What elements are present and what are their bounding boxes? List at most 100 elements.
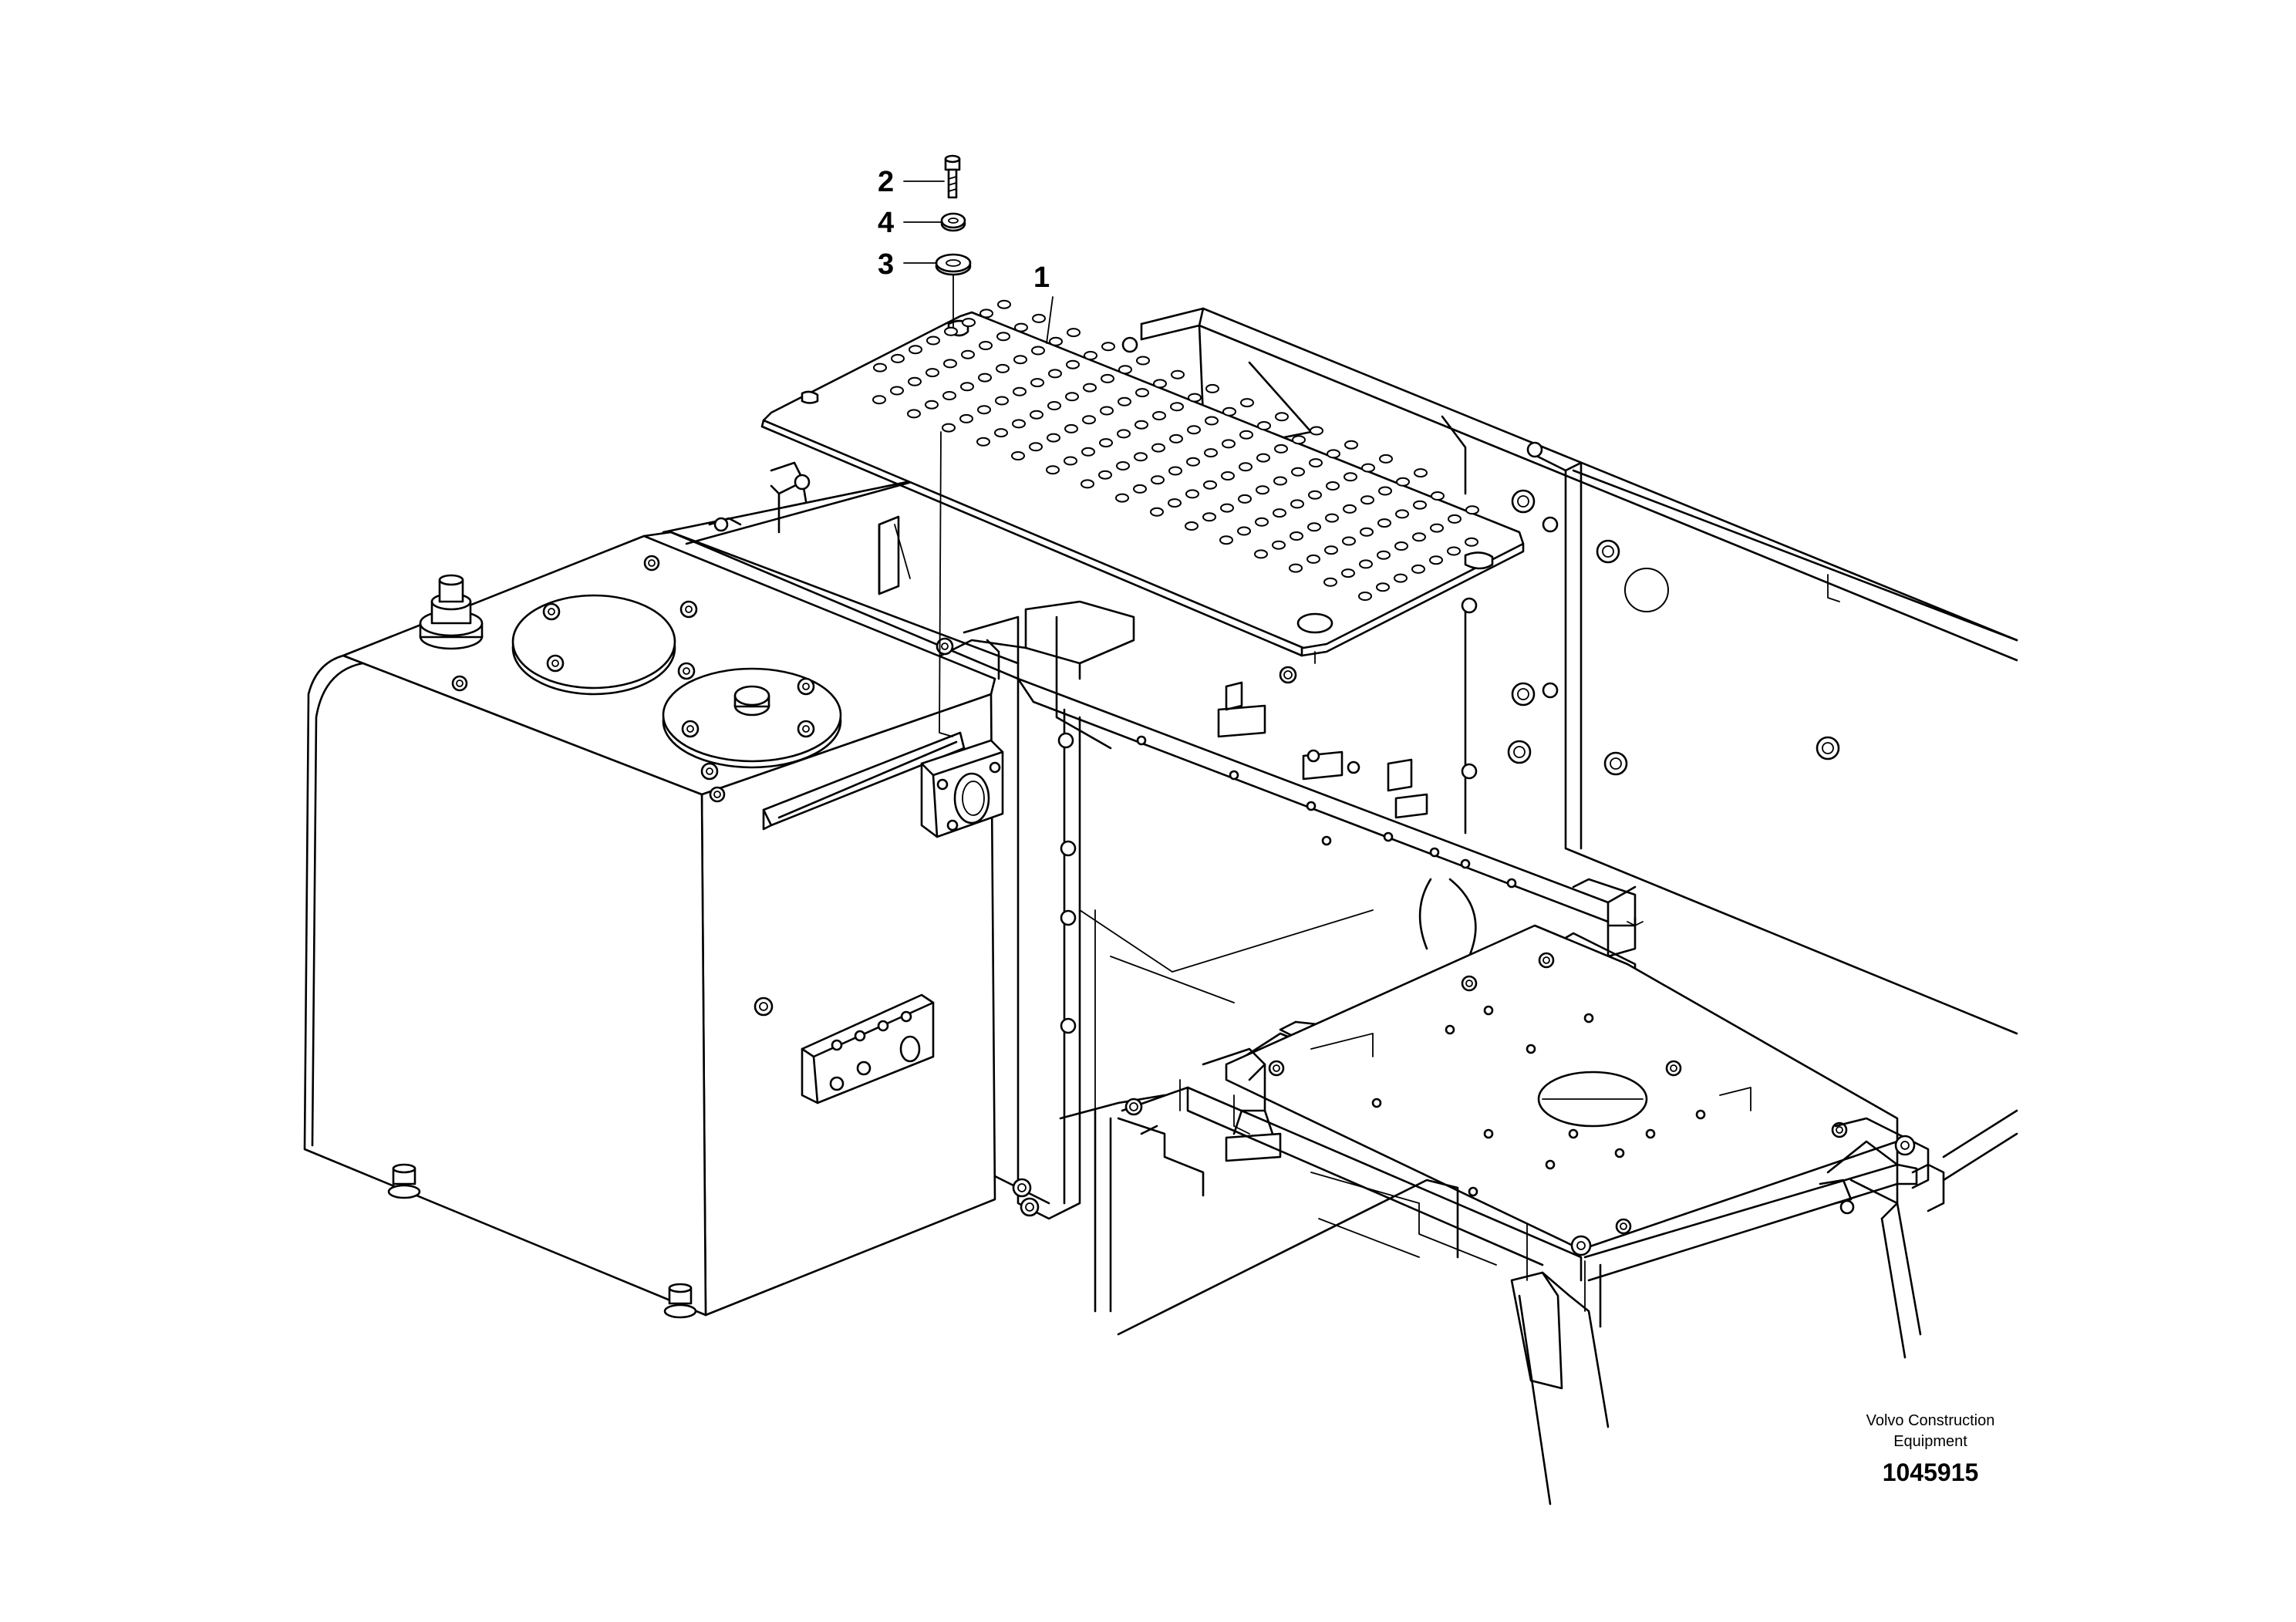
perforation-hole <box>1101 342 1115 352</box>
perforation-hole <box>1308 490 1322 500</box>
perforation-hole <box>979 309 993 319</box>
perforation-hole <box>1272 540 1286 550</box>
perforation-hole <box>996 363 1010 373</box>
perforation-hole <box>1273 508 1286 518</box>
perforation-hole <box>1342 536 1356 546</box>
callout-label: 3 <box>878 248 894 281</box>
perforation-hole <box>1239 462 1253 472</box>
perforation-hole <box>997 299 1011 309</box>
perforation-hole <box>943 359 957 369</box>
perforation-hole <box>1324 545 1338 555</box>
perforation-hole <box>1047 433 1060 443</box>
perforation-hole <box>1396 477 1410 487</box>
perforation-hole <box>1344 472 1357 482</box>
perforation-hole <box>925 368 939 378</box>
perforation-hole <box>1378 486 1392 496</box>
perforation-hole <box>1395 509 1409 519</box>
perforation-hole <box>944 326 958 336</box>
callout-2: 2 <box>878 166 945 198</box>
perforation-hole <box>1219 535 1233 545</box>
perforation-hole <box>1065 392 1079 402</box>
perforation-hole <box>907 409 921 419</box>
perforation-hole <box>1115 493 1129 503</box>
perforation-hole <box>926 336 940 346</box>
drawing-number: 1045915 <box>1883 1458 1979 1486</box>
perforation-hole <box>1204 448 1218 458</box>
perforation-hole <box>1341 568 1355 578</box>
perforation-hole <box>1359 559 1373 569</box>
perforation-hole <box>1203 480 1217 490</box>
perforation-hole <box>872 395 886 405</box>
perforation-hole <box>1168 466 1182 476</box>
lock-washer <box>940 212 966 232</box>
perforation-hole <box>1187 425 1201 435</box>
perforation-hole <box>1430 523 1444 533</box>
perforation-hole <box>1379 454 1393 464</box>
perforation-hole <box>1185 521 1199 531</box>
perforation-hole <box>1205 383 1219 393</box>
tank-feet <box>387 1163 697 1319</box>
caption-block: Volvo Construction Equipment 1045915 <box>1866 1412 1995 1486</box>
perforation-hole <box>1098 470 1112 480</box>
perforation-hole <box>1151 443 1165 453</box>
perforation-hole <box>1134 452 1148 462</box>
company-name-line2: Equipment <box>1893 1433 1967 1450</box>
perforation-hole <box>1307 522 1321 532</box>
perforation-hole <box>1168 498 1182 508</box>
perforation-hole <box>1413 500 1427 510</box>
perforation-hole <box>909 345 922 355</box>
perforation-hole <box>1064 456 1077 466</box>
perforation-hole <box>1135 420 1148 430</box>
perforation-hole <box>1376 582 1390 592</box>
perforation-hole <box>1239 430 1253 440</box>
callout-label: 2 <box>878 166 894 198</box>
perforation-hole <box>1274 443 1288 454</box>
perforation-hole <box>1202 512 1216 522</box>
perforation-hole <box>1012 419 1026 429</box>
perforation-hole <box>1047 401 1061 410</box>
perforated-cover <box>760 299 1525 657</box>
perforation-hole <box>977 405 991 415</box>
perforation-hole <box>1344 440 1358 450</box>
perforation-hole <box>1013 355 1027 365</box>
bolt <box>944 154 961 199</box>
perforation-hole <box>1100 406 1114 416</box>
center-frame <box>662 477 1478 1312</box>
perforation-hole <box>1325 513 1339 523</box>
perforation-hole <box>925 400 939 410</box>
perforation-hole <box>1081 447 1095 457</box>
company-name-line1: Volvo Construction <box>1866 1412 1995 1429</box>
perforation-hole <box>1099 438 1113 448</box>
perforation-hole <box>873 363 887 373</box>
perforation-hole <box>1238 494 1252 504</box>
perforation-hole <box>1101 373 1114 383</box>
perforation-hole <box>1031 346 1045 356</box>
perforation-hole <box>994 428 1008 438</box>
level-gauge-panel <box>754 993 935 1104</box>
perforation-hole <box>1256 453 1270 463</box>
rear-frame-panel <box>1121 307 2018 1035</box>
perforation-hole <box>1377 550 1391 560</box>
perforation-hole <box>1377 518 1391 528</box>
perforation-hole <box>979 341 993 350</box>
perforation-hole <box>1082 415 1096 425</box>
perforation-hole <box>1254 549 1268 559</box>
perforation-hole <box>1448 514 1462 524</box>
perforation-hole <box>1361 463 1375 473</box>
perforation-hole <box>1151 475 1165 485</box>
callout-1: 1 <box>1033 261 1054 344</box>
tank-cover-plate-front <box>662 667 842 781</box>
perforation-hole <box>1084 351 1097 360</box>
perforation-hole <box>1394 573 1408 583</box>
perforation-hole <box>1118 396 1131 406</box>
perforation-hole <box>1136 356 1150 366</box>
perforation-hole <box>1064 423 1078 433</box>
perforation-hole <box>1153 379 1167 389</box>
perforation-hole <box>1067 328 1081 338</box>
perforation-hole <box>1135 388 1149 398</box>
perforation-hole <box>1447 546 1461 556</box>
perforation-hole <box>1150 507 1164 517</box>
callout-3: 3 <box>878 248 936 281</box>
perforation-hole <box>1186 457 1200 467</box>
perforation-hole <box>1066 359 1080 369</box>
